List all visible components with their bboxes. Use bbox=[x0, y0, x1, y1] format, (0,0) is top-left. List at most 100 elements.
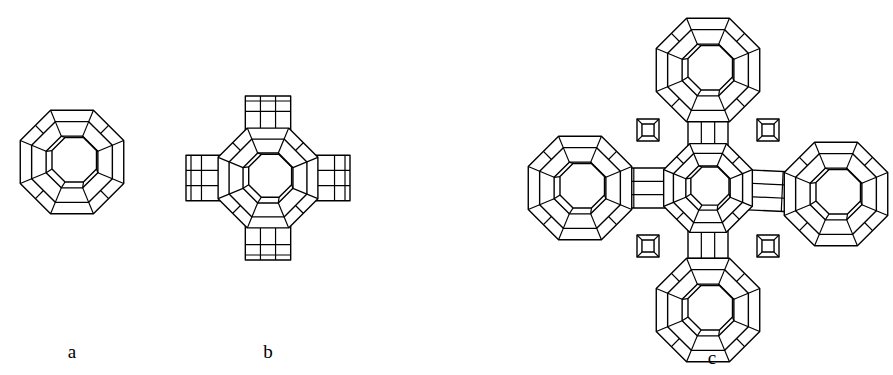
cage-outline bbox=[20, 110, 123, 213]
cage-edge bbox=[83, 188, 89, 202]
cage-edge bbox=[699, 166, 702, 167]
cage-edge bbox=[690, 223, 694, 233]
cage-edge bbox=[559, 228, 564, 239]
cage-edge bbox=[233, 143, 241, 151]
cage-edge bbox=[20, 141, 31, 146]
cage-edge bbox=[774, 252, 779, 257]
cage-edge bbox=[690, 144, 694, 154]
cage-outline bbox=[664, 144, 753, 233]
cage-edge bbox=[743, 170, 753, 174]
cage-edge bbox=[637, 235, 642, 240]
cage-edge bbox=[668, 81, 682, 87]
cage-edge bbox=[687, 258, 692, 269]
cage-outline bbox=[528, 136, 631, 239]
double-four-ring bbox=[762, 240, 774, 252]
cage-edge bbox=[862, 205, 876, 211]
cage-edge bbox=[656, 327, 667, 332]
cage-edge bbox=[774, 119, 779, 124]
cage-edge bbox=[620, 167, 631, 172]
cage-edge bbox=[725, 110, 730, 121]
double-four-ring bbox=[637, 235, 659, 257]
cage-edge bbox=[748, 49, 759, 54]
cage-edge bbox=[719, 270, 725, 284]
cage-edge bbox=[865, 157, 873, 165]
cage-edge bbox=[671, 339, 679, 347]
eight-ring bbox=[691, 167, 729, 205]
cage-edge bbox=[554, 195, 560, 199]
cage-edge bbox=[46, 150, 52, 152]
cage-edge bbox=[860, 182, 861, 184]
cage-edge bbox=[810, 201, 816, 205]
cage-edge bbox=[654, 136, 659, 141]
cage-edge bbox=[757, 235, 762, 240]
cage-edge bbox=[258, 153, 262, 154]
cage-edge bbox=[543, 217, 551, 225]
cage-edge bbox=[846, 168, 848, 169]
cage-edge bbox=[671, 273, 679, 281]
cage-outline bbox=[656, 258, 759, 361]
cage-edge bbox=[847, 220, 853, 234]
cage-edge bbox=[190, 155, 191, 200]
cage-edge bbox=[96, 150, 97, 152]
cage-edge bbox=[604, 176, 605, 178]
cage-edge bbox=[668, 321, 682, 327]
cage-edge bbox=[677, 212, 684, 219]
cage-edge bbox=[725, 258, 730, 269]
cage-edge bbox=[637, 252, 642, 257]
cage-edge bbox=[682, 317, 688, 321]
cage-edge bbox=[815, 234, 820, 245]
cage-outline bbox=[784, 142, 887, 245]
cage-edge bbox=[528, 205, 539, 210]
cage-edge bbox=[540, 171, 554, 177]
cage-edge bbox=[344, 155, 345, 200]
cage-ring bbox=[32, 122, 113, 203]
cage-edge bbox=[697, 44, 701, 45]
cage-edge bbox=[847, 154, 853, 168]
eight-ring bbox=[688, 46, 732, 90]
cage-ring bbox=[668, 270, 749, 351]
cage-edge bbox=[784, 211, 795, 216]
cage-edge bbox=[862, 177, 876, 183]
double-four-ring bbox=[637, 119, 659, 141]
cage-edge bbox=[606, 199, 620, 205]
cage-edge bbox=[719, 336, 725, 350]
eight-ring bbox=[554, 162, 606, 214]
cage-ring bbox=[796, 154, 877, 235]
cage-edge bbox=[729, 194, 730, 197]
cage-edge bbox=[98, 173, 112, 179]
cage-edge bbox=[732, 157, 739, 164]
cage-outline bbox=[656, 18, 759, 121]
cage-edge bbox=[796, 205, 810, 211]
cage-edge bbox=[799, 157, 807, 165]
cage-edge bbox=[697, 330, 701, 336]
cage-edge bbox=[292, 185, 293, 189]
cage-edge bbox=[732, 317, 733, 321]
cage-edge bbox=[748, 327, 759, 332]
cage-edge bbox=[252, 203, 258, 217]
cage-edge bbox=[278, 203, 284, 217]
cage-edge bbox=[687, 110, 692, 121]
cage-edge bbox=[218, 194, 229, 199]
cage-edge bbox=[694, 153, 699, 165]
cage-edge bbox=[725, 350, 730, 361]
cage-edge bbox=[819, 220, 825, 234]
cage-edge bbox=[757, 136, 762, 141]
cage-edge bbox=[691, 270, 697, 284]
cage-edge bbox=[229, 162, 243, 168]
cage-edge bbox=[819, 154, 825, 168]
cage-edge bbox=[860, 201, 861, 205]
cage-edge bbox=[633, 168, 634, 208]
cage-edge bbox=[307, 194, 318, 199]
cage-edge bbox=[825, 168, 829, 169]
double-four-ring bbox=[762, 124, 774, 136]
cage-edge bbox=[668, 53, 682, 59]
cage-edge bbox=[737, 273, 745, 281]
cage-edge bbox=[296, 206, 304, 214]
cage-edge bbox=[732, 77, 733, 81]
cage-edge bbox=[201, 155, 202, 200]
eight-ring bbox=[46, 136, 98, 188]
cage-edge bbox=[729, 178, 730, 180]
cage-edge bbox=[673, 197, 685, 202]
cage-edge bbox=[101, 191, 109, 199]
cage-edge bbox=[89, 110, 94, 121]
